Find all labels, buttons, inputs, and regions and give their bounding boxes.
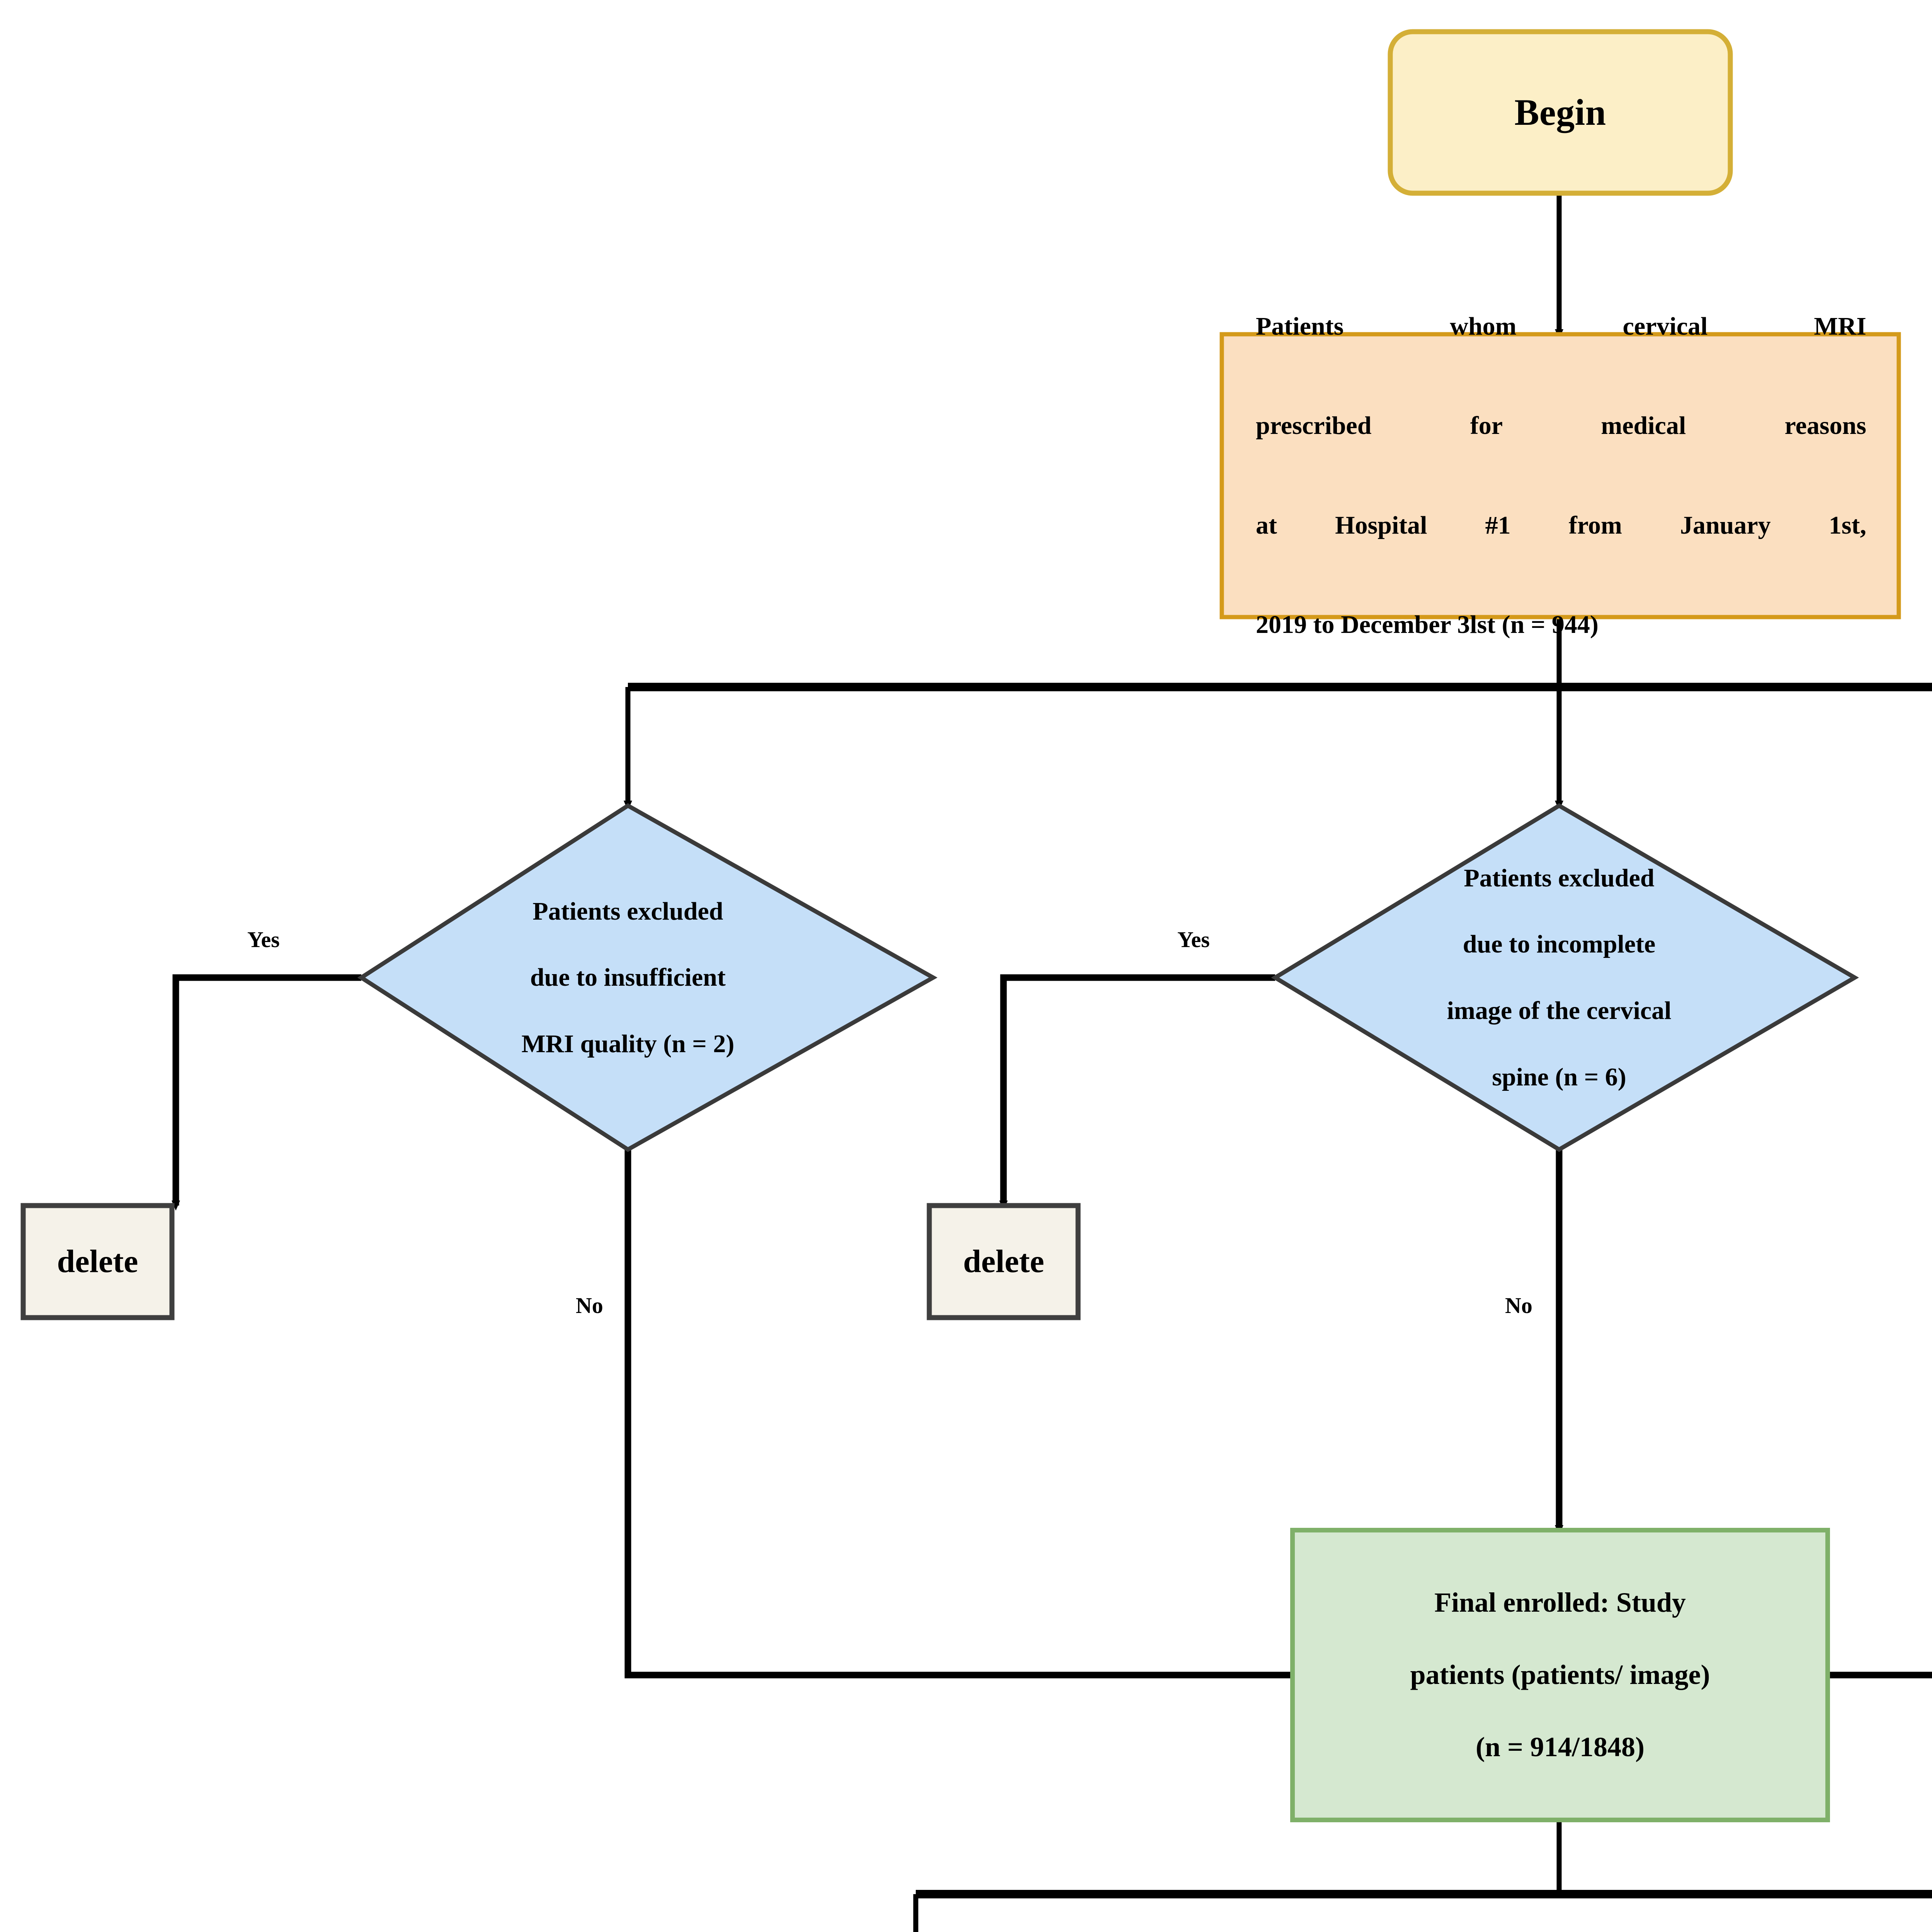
connector-decision-quality-yes — [172, 974, 361, 1211]
node-delete-middle[interactable] — [927, 1203, 1081, 1320]
connector-decision-quality-no — [624, 1150, 1431, 1679]
edge-label-yes-middle: Yes — [1177, 927, 1210, 952]
node-begin[interactable] — [1388, 29, 1733, 196]
edge-label-yes-left: Yes — [247, 927, 280, 952]
node-decision-incomplete[interactable] — [1271, 803, 1859, 1152]
connector-decision-surgical-no — [1691, 1671, 1932, 1679]
node-cohort[interactable] — [1219, 332, 1901, 619]
edge-label-no-left: No — [576, 1293, 603, 1318]
connector-decision-incomplete-yes — [999, 974, 1275, 1211]
node-final-enrolled[interactable] — [1290, 1528, 1830, 1822]
node-decision-quality[interactable] — [357, 803, 938, 1152]
edge-label-no-middle: No — [1505, 1293, 1532, 1318]
node-delete-left[interactable] — [20, 1203, 175, 1320]
